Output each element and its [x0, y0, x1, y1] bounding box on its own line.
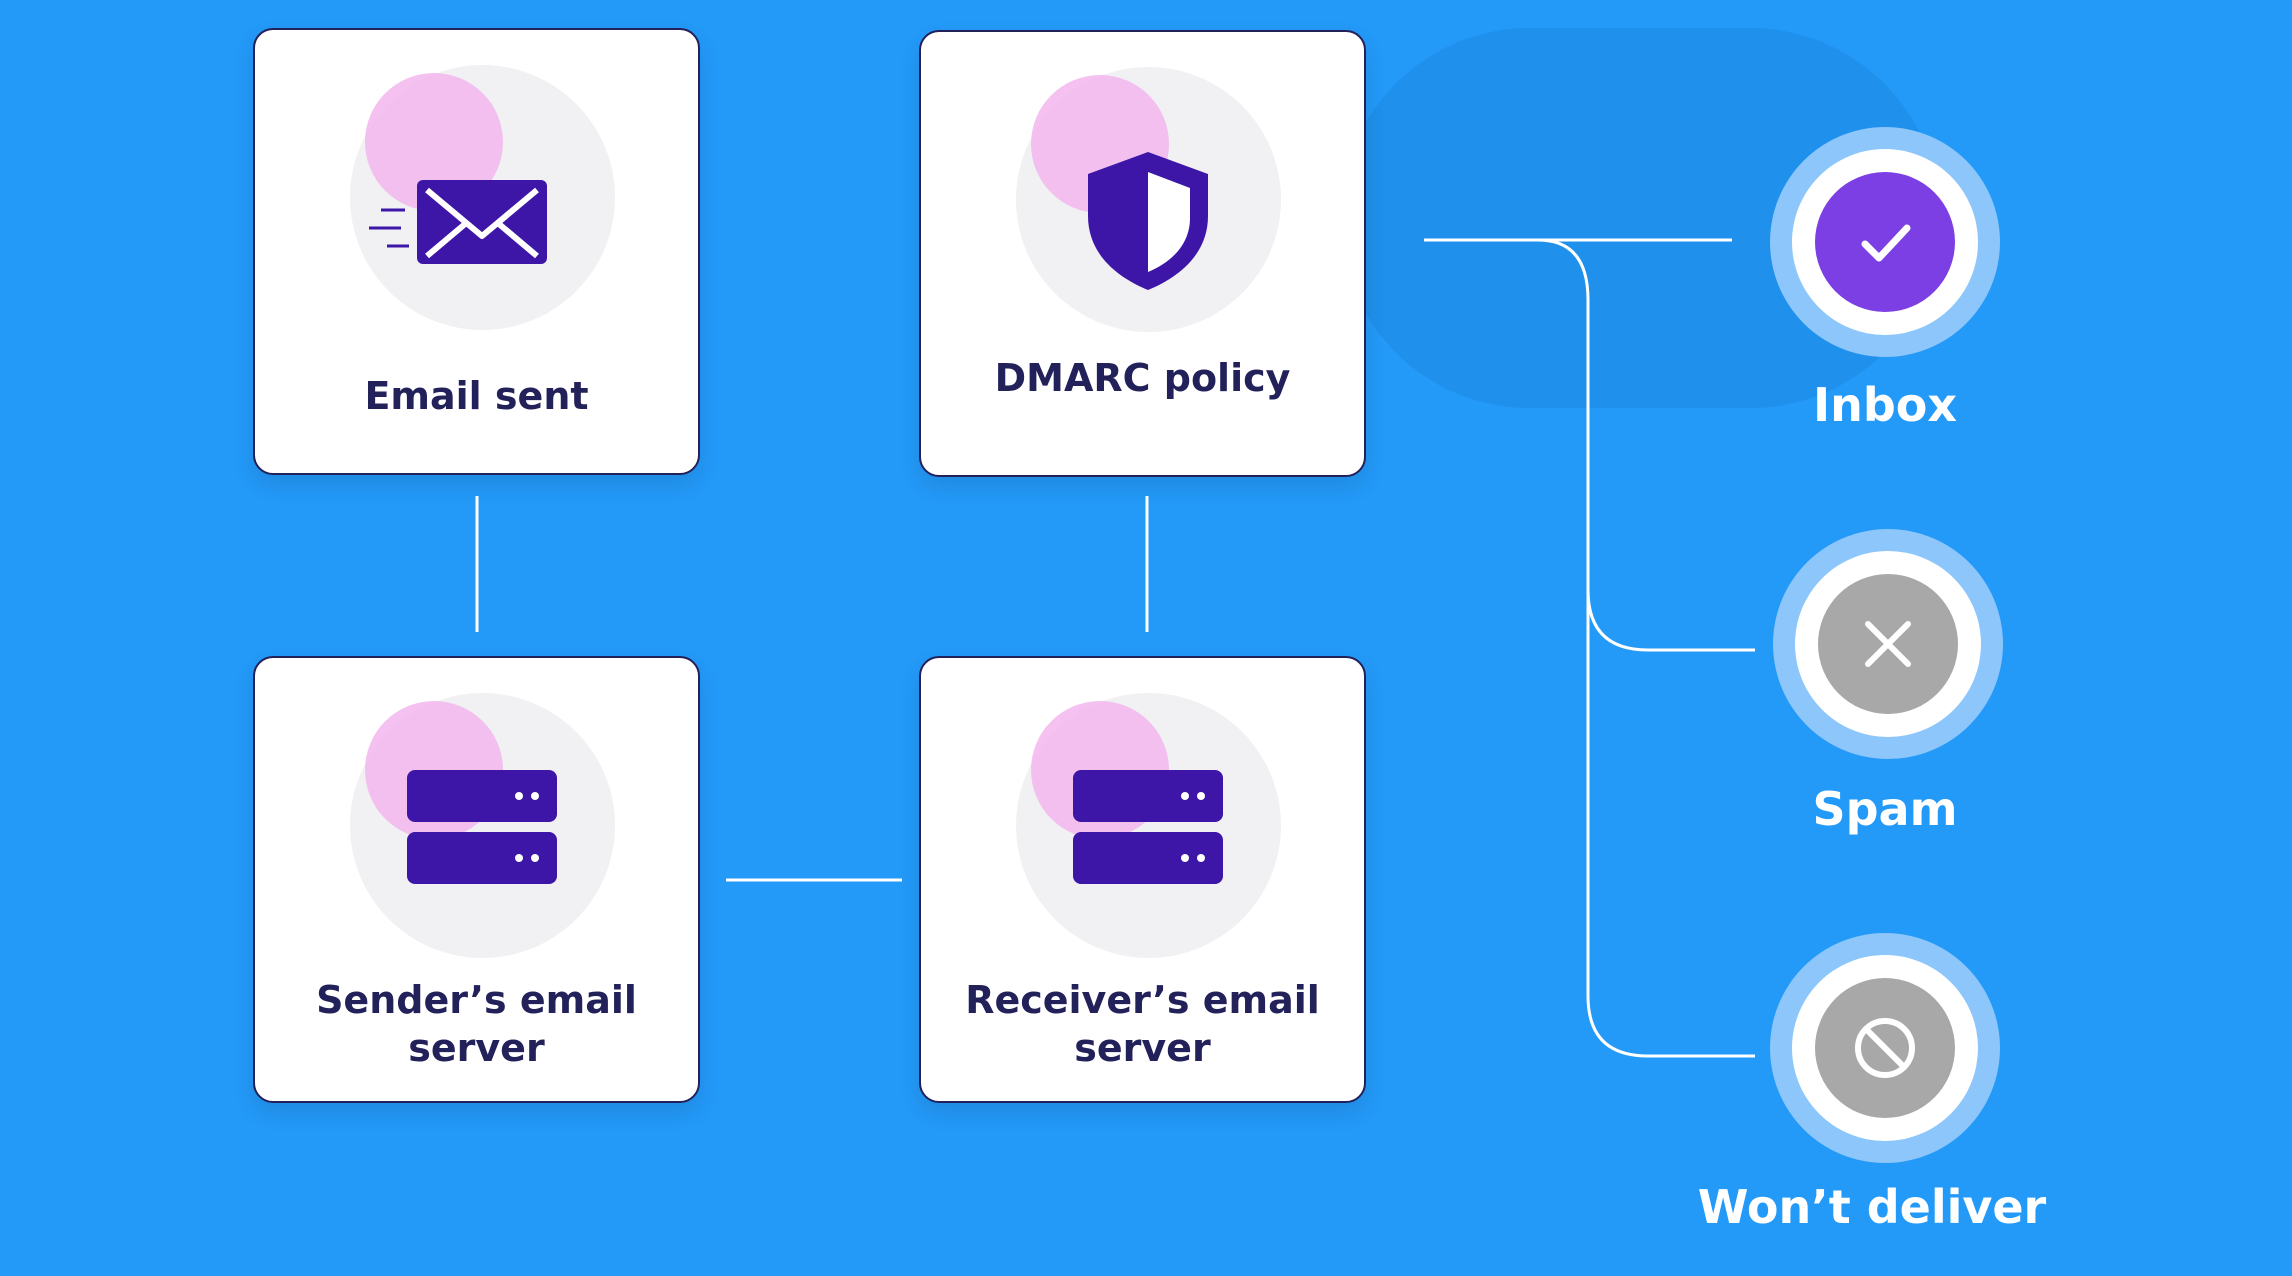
envelope-icon — [369, 180, 547, 264]
card-label-line2: server — [1074, 1026, 1211, 1070]
blocked-icon — [1855, 1018, 1915, 1078]
wont-deliver-label: Won’t deliver — [1697, 1180, 2047, 1234]
email-sent-card: Email sent — [253, 28, 700, 475]
inbox-outcome — [1770, 127, 2000, 357]
inbox-label: Inbox — [1812, 378, 1958, 432]
dmarc-policy-card: DMARC policy — [919, 30, 1366, 477]
card-label: DMARC policy — [994, 356, 1291, 400]
sender-server-card: Sender’s email server — [253, 656, 700, 1103]
spam-label: Spam — [1812, 782, 1958, 836]
card-label-line2: server — [408, 1026, 545, 1070]
server-icon — [1073, 770, 1223, 884]
shield-icon — [1088, 152, 1208, 290]
x-icon — [1865, 621, 1911, 667]
receiver-server-card: Receiver’s email server — [919, 656, 1366, 1103]
card-label: Email sent — [364, 374, 589, 418]
wont-deliver-outcome — [1770, 933, 2000, 1163]
card-label-line1: Sender’s email — [316, 978, 637, 1022]
server-icon — [407, 770, 557, 884]
card-label-line1: Receiver’s email — [965, 978, 1320, 1022]
check-icon — [1861, 224, 1911, 262]
spam-outcome — [1773, 529, 2003, 759]
